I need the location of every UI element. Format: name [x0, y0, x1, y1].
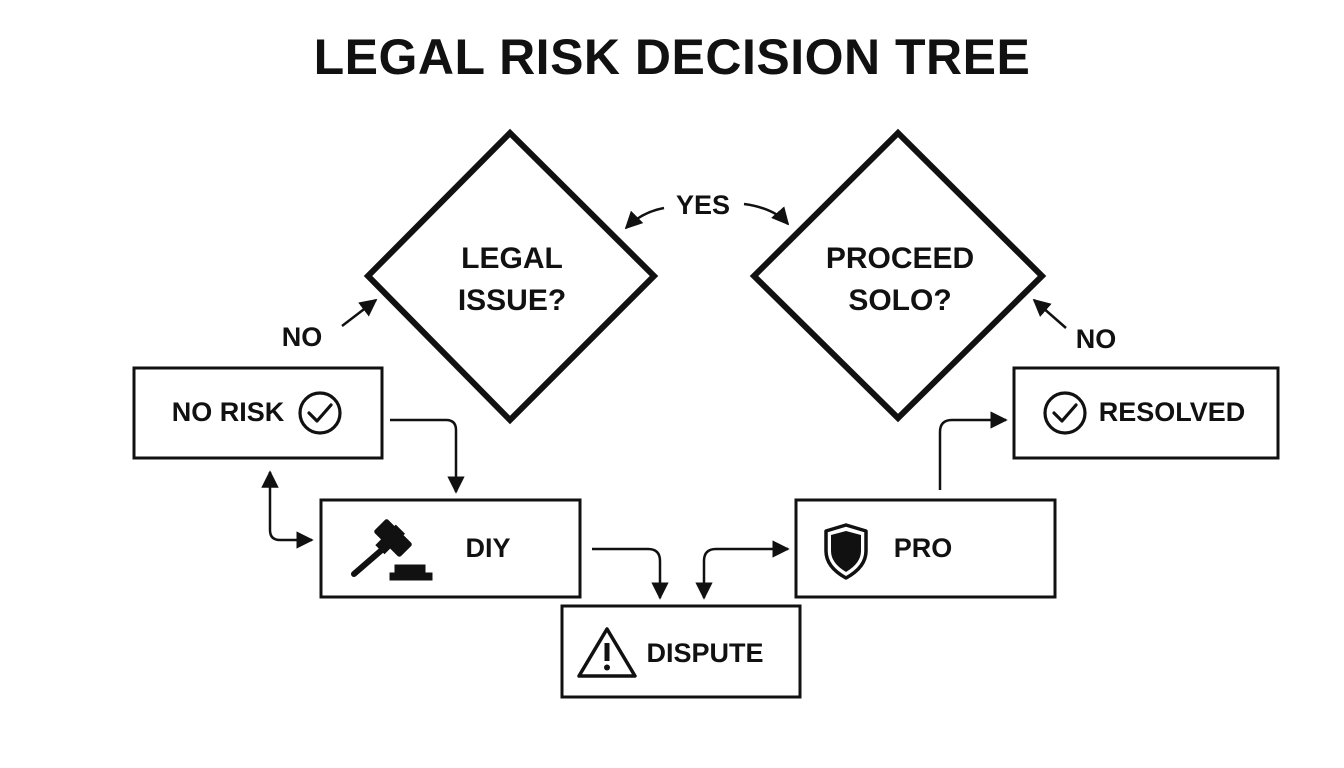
no-arrow-right [1032, 298, 1067, 329]
proceed-solo-diamond[interactable] [749, 128, 1047, 423]
yes-arrow-right [743, 202, 790, 226]
proceed-solo-label: PROCEED SOLO? [800, 238, 1000, 322]
no-risk-to-diy-arrow [390, 418, 465, 494]
no-risk-diy-link-arrow [261, 470, 314, 549]
no-risk-label: NO RISK [171, 397, 285, 427]
yes-label: YES [675, 190, 731, 220]
no-label-right: NO [1075, 324, 1117, 354]
legal-issue-label: LEGAL ISSUE? [430, 238, 594, 322]
check-circle-icon [298, 391, 342, 435]
no-label-left: NO [281, 322, 323, 352]
diy-label: DIY [465, 533, 511, 563]
check-circle-icon [1043, 391, 1087, 435]
warning-triangle-icon [577, 627, 637, 678]
proceed-solo-line-2: SOLO? [848, 284, 952, 317]
dispute-pro-link-arrow [695, 540, 790, 600]
resolved-label: RESOLVED [1098, 397, 1246, 427]
pro-to-resolved-arrow [938, 411, 1008, 490]
legal-issue-line-1: LEGAL [461, 242, 563, 275]
shield-icon [824, 523, 868, 580]
resolved-box[interactable] [1012, 366, 1280, 460]
legal-issue-line-2: ISSUE? [457, 284, 567, 317]
proceed-solo-line-1: PROCEED [825, 242, 975, 275]
diy-box[interactable] [319, 498, 582, 599]
dispute-box[interactable] [560, 604, 802, 699]
legal-issue-diamond[interactable] [363, 128, 659, 425]
no-arrow-left [341, 298, 378, 327]
diagram-title: LEGAL RISK DECISION TREE [313, 29, 1031, 85]
diy-to-dispute-arrow [592, 547, 669, 600]
pro-label: PRO [893, 533, 953, 563]
dispute-label: DISPUTE [646, 638, 764, 668]
yes-arrow-left [624, 206, 665, 230]
gavel-icon [351, 519, 433, 581]
